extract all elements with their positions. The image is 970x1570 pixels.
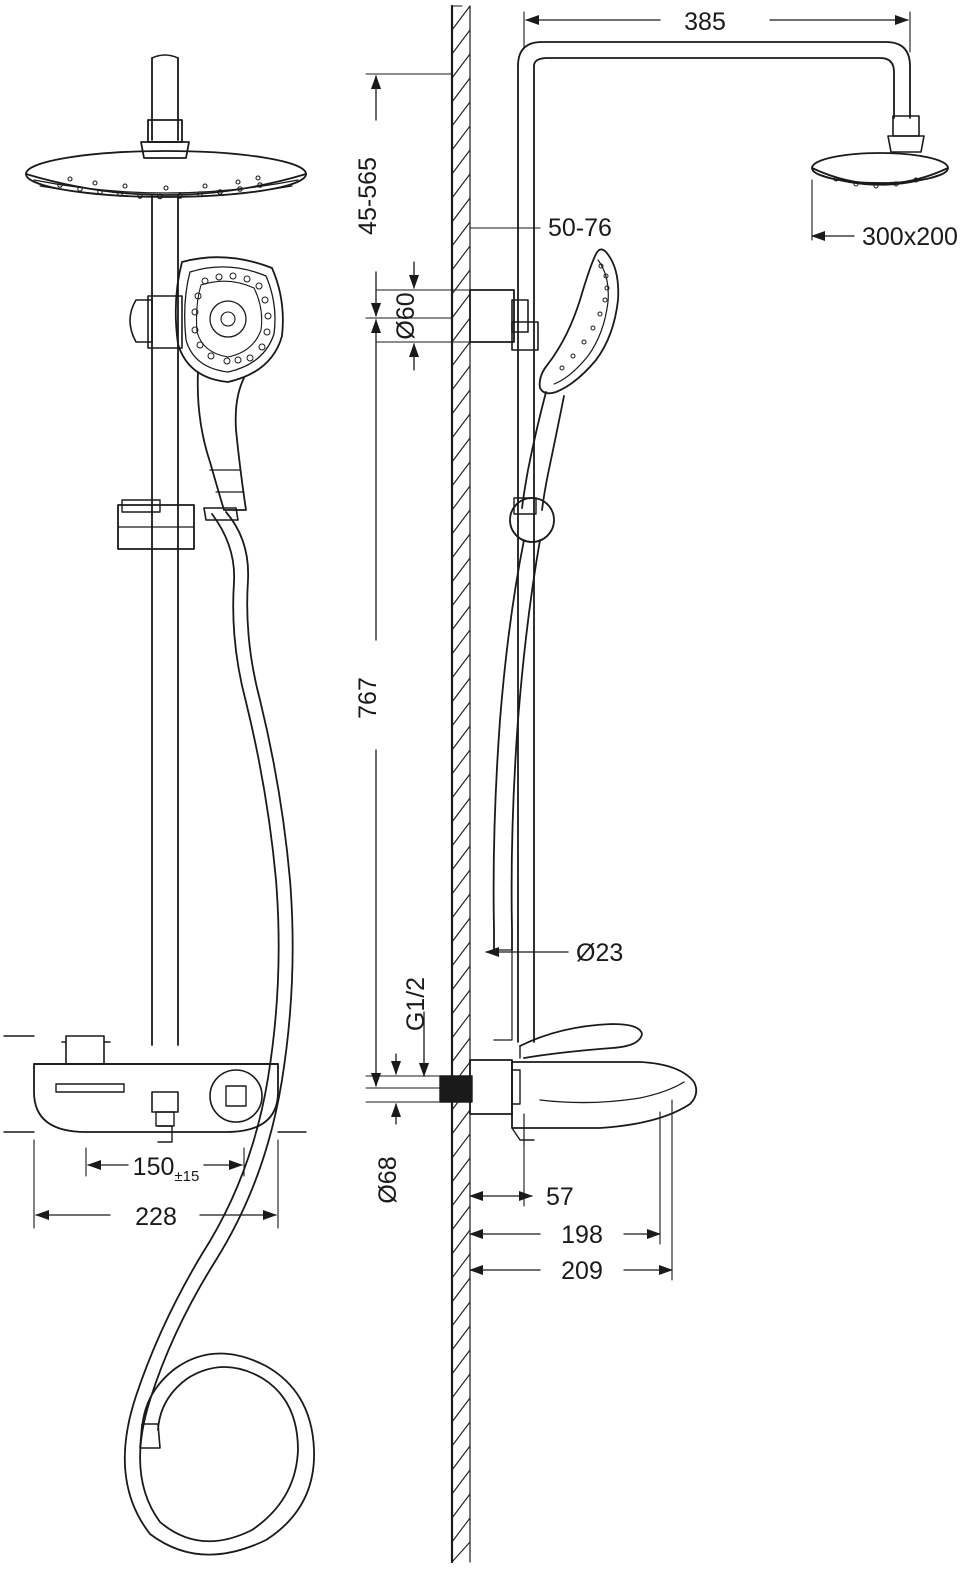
dim-209	[469, 1099, 673, 1281]
mixer-side	[439, 1023, 698, 1147]
dim-385	[523, 11, 911, 53]
mixer-body-front	[33, 1035, 279, 1143]
label-50-76: 50-76	[548, 214, 612, 242]
dim-150	[85, 1147, 245, 1177]
label-300x200: 300x200	[862, 223, 958, 251]
front-view	[3, 54, 315, 1556]
label-209: 209	[561, 1257, 603, 1285]
label-767: 767	[354, 677, 382, 719]
slider-bracket	[117, 499, 195, 550]
label-d60: Ø60	[392, 292, 420, 339]
side-view	[439, 41, 949, 1147]
label-d68: Ø68	[374, 1156, 402, 1203]
label-d23: Ø23	[576, 939, 623, 967]
dim-198	[469, 1111, 661, 1245]
label-150: 150±15	[133, 1153, 200, 1185]
dim-50-76	[469, 221, 541, 241]
label-45-565: 45-565	[354, 157, 382, 235]
label-g12: G1/2	[402, 977, 430, 1031]
wall-bracket-side	[469, 289, 539, 351]
wall-section	[450, 4, 471, 1564]
dim-d60	[375, 261, 481, 371]
label-385: 385	[684, 8, 726, 36]
label-198: 198	[561, 1221, 603, 1249]
hand-shower-head	[174, 256, 284, 511]
dim-767	[365, 317, 453, 1089]
label-228: 228	[135, 1203, 177, 1231]
dim-228	[33, 1139, 279, 1229]
dim-d68	[365, 1053, 453, 1125]
dim-57	[469, 1145, 533, 1207]
hand-shower-side	[521, 248, 620, 511]
dim-300x200	[811, 179, 855, 241]
label-57: 57	[546, 1183, 574, 1211]
